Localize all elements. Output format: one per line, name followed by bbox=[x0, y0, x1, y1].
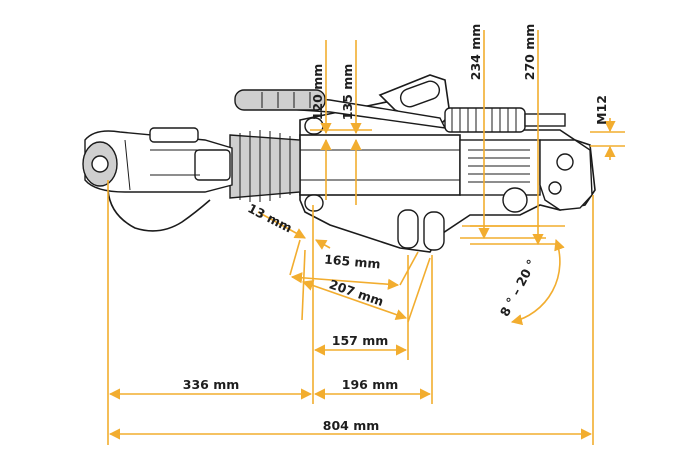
label-157: 157 mm bbox=[332, 333, 389, 348]
handbrake-lever bbox=[234, 89, 447, 129]
label-13: 13 mm bbox=[245, 200, 294, 235]
dim-13-right bbox=[315, 239, 331, 250]
slot-hole-middle bbox=[397, 209, 419, 249]
bellcrank-pivot bbox=[502, 187, 528, 213]
ext-diag-c bbox=[407, 257, 431, 323]
dimension-lines bbox=[107, 30, 625, 445]
label-120: 120 mm bbox=[310, 64, 325, 121]
label-135: 135 mm bbox=[340, 64, 355, 121]
rear-bolt bbox=[556, 153, 574, 171]
dim-angle-arc bbox=[510, 238, 565, 326]
ext-diag-a bbox=[301, 249, 306, 321]
dim-13-left bbox=[257, 211, 306, 239]
slot-hole-right bbox=[423, 211, 445, 251]
drawbar-tube bbox=[299, 134, 461, 196]
rear-housing bbox=[539, 139, 593, 211]
gas-spring bbox=[444, 107, 566, 133]
dim-207 bbox=[301, 280, 408, 320]
label-270: 270 mm bbox=[522, 24, 537, 81]
coupling-lever bbox=[149, 127, 199, 143]
slot-hole-lower-left bbox=[304, 194, 324, 212]
breakaway-cable bbox=[107, 189, 211, 232]
type-plate bbox=[459, 139, 541, 196]
label-m12: M12 bbox=[594, 95, 609, 125]
slot-hole-top bbox=[399, 80, 441, 108]
label-196: 196 mm bbox=[342, 377, 399, 392]
ext-diag-b bbox=[289, 239, 301, 276]
label-165: 165 mm bbox=[324, 252, 382, 272]
rubber-bellows bbox=[229, 130, 301, 202]
label-234: 234 mm bbox=[468, 24, 483, 81]
label-336: 336 mm bbox=[183, 377, 240, 392]
lever-grip bbox=[234, 89, 326, 111]
label-804: 804 mm bbox=[323, 418, 380, 433]
coupling-head bbox=[82, 127, 233, 193]
label-angle: 8 ° – 20 ° bbox=[497, 257, 539, 319]
ext-diag-d bbox=[399, 251, 419, 286]
